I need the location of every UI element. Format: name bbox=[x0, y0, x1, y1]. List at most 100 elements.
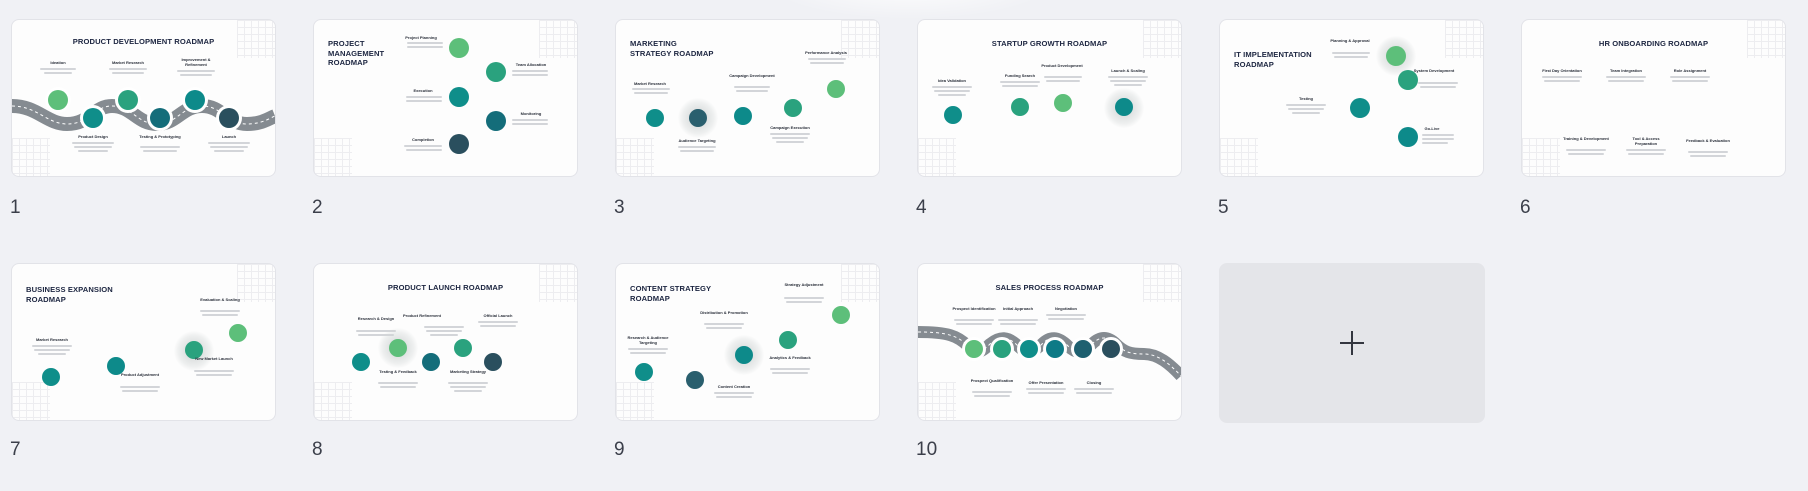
slide-title: BUSINESS EXPANSION ROADMAP bbox=[26, 285, 113, 304]
step-marker bbox=[185, 90, 205, 110]
step-marker bbox=[454, 339, 472, 357]
step-label: Idea Validation bbox=[937, 78, 966, 83]
step-label: Market Research bbox=[35, 337, 69, 342]
step-marker bbox=[486, 111, 506, 131]
step-marker bbox=[635, 363, 653, 381]
step-marker bbox=[486, 62, 506, 82]
step-label: Completion bbox=[412, 137, 434, 142]
step-label: Official Launch bbox=[483, 313, 513, 318]
slide-number: 5 bbox=[1218, 197, 1229, 218]
grid-decoration bbox=[539, 20, 577, 58]
slide-thumbnail-3[interactable]: MARKETING STRATEGY ROADMAP Performance A… bbox=[615, 19, 880, 177]
step-label: Research & Audience Targeting bbox=[627, 335, 669, 345]
step-label: Analytics & Feedback bbox=[769, 355, 811, 360]
step-marker bbox=[1115, 98, 1133, 116]
grid-decoration bbox=[918, 382, 956, 420]
grid-decoration bbox=[918, 138, 956, 176]
step-marker bbox=[1011, 98, 1029, 116]
step-marker bbox=[779, 331, 797, 349]
grid-decoration bbox=[841, 20, 879, 58]
slide-title: IT IMPLEMENTATION ROADMAP bbox=[1234, 50, 1312, 69]
step-label: Prospect Identification bbox=[952, 306, 996, 311]
step-marker bbox=[735, 346, 753, 364]
step-marker bbox=[832, 306, 850, 324]
slide-title: MARKETING STRATEGY ROADMAP bbox=[630, 39, 714, 58]
step-label: First Day Orientation bbox=[1542, 68, 1582, 73]
step-label: Research & Design bbox=[357, 316, 395, 321]
slide-title: CONTENT STRATEGY ROADMAP bbox=[630, 284, 712, 303]
grid-decoration bbox=[841, 264, 879, 302]
slide-number: 4 bbox=[916, 197, 927, 218]
step-marker bbox=[734, 107, 752, 125]
slide-number: 10 bbox=[916, 439, 938, 460]
slide-thumbnail-5[interactable]: IT IMPLEMENTATION ROADMAP Planning & App… bbox=[1219, 19, 1484, 177]
slide-title: PROJECT MANAGEMENT ROADMAP bbox=[328, 39, 385, 67]
step-label: Planning & Approval bbox=[1330, 38, 1370, 43]
slide-thumbnail-6[interactable]: HR ONBOARDING ROADMAP First Day Orientat… bbox=[1521, 19, 1786, 177]
step-label: Feedback & Evaluation bbox=[1686, 138, 1730, 143]
slide-number: 1 bbox=[10, 197, 21, 218]
slide-number: 6 bbox=[1520, 197, 1531, 218]
step-marker bbox=[1398, 70, 1418, 90]
step-label: Initial Approach bbox=[1002, 306, 1034, 311]
grid-decoration bbox=[12, 138, 50, 176]
slide-thumbnail-10[interactable]: SALES PROCESS ROADMAP Prospect Identific… bbox=[917, 263, 1182, 421]
step-marker bbox=[118, 90, 138, 110]
slide-thumbnail-2[interactable]: PROJECT MANAGEMENT ROADMAP Project Plann… bbox=[313, 19, 578, 177]
step-label: Launch bbox=[221, 134, 237, 139]
step-label: Prospect Qualification bbox=[970, 378, 1014, 383]
step-label: Tool & Access Preparation bbox=[1632, 136, 1660, 146]
step-label: Ideation bbox=[50, 60, 66, 65]
add-slide-button[interactable] bbox=[1219, 263, 1485, 423]
grid-decoration bbox=[12, 382, 50, 420]
step-marker bbox=[449, 134, 469, 154]
step-marker bbox=[646, 109, 664, 127]
step-marker bbox=[107, 357, 125, 375]
step-label: Execution bbox=[413, 88, 433, 93]
grid-decoration bbox=[1445, 20, 1483, 58]
slide-thumbnail-1[interactable]: PRODUCT DEVELOPMENT ROADMAP Ideation Mar… bbox=[11, 19, 276, 177]
step-marker bbox=[1386, 46, 1406, 66]
step-marker bbox=[686, 371, 704, 389]
step-marker bbox=[1398, 127, 1418, 147]
step-label: New Market Launch bbox=[195, 356, 233, 361]
step-marker bbox=[1350, 98, 1370, 118]
step-label: Evaluation & Scaling bbox=[200, 297, 240, 302]
step-marker bbox=[827, 80, 845, 98]
step-marker bbox=[965, 340, 983, 358]
grid-decoration bbox=[616, 138, 654, 176]
step-marker bbox=[352, 353, 370, 371]
step-label: Improvement & Refinement bbox=[181, 57, 211, 67]
step-label: Team Allocation bbox=[515, 62, 547, 67]
step-label: Monitoring bbox=[520, 111, 542, 116]
grid-decoration bbox=[1522, 138, 1560, 176]
slide-title: STARTUP GROWTH ROADMAP bbox=[991, 39, 1108, 48]
step-label: Distribution & Promotion bbox=[700, 310, 748, 315]
step-label: Product Design bbox=[78, 134, 108, 139]
slide-number: 9 bbox=[614, 439, 625, 460]
step-label: Testing & Prototyping bbox=[139, 134, 181, 139]
grid-decoration bbox=[1143, 20, 1181, 58]
step-marker bbox=[993, 340, 1011, 358]
step-label: Campaign Execution bbox=[770, 125, 810, 130]
grid-decoration bbox=[1143, 264, 1181, 302]
slide-thumbnail-4[interactable]: STARTUP GROWTH ROADMAP Idea Validation F… bbox=[917, 19, 1182, 177]
grid-decoration bbox=[237, 264, 275, 302]
step-marker bbox=[449, 87, 469, 107]
step-label: Testing bbox=[1299, 96, 1313, 101]
step-label: Performance Analysis bbox=[805, 50, 847, 55]
slide-thumbnail-9[interactable]: CONTENT STRATEGY ROADMAP Strategy Adjust… bbox=[615, 263, 880, 421]
step-label: Role Assignment bbox=[1673, 68, 1707, 73]
step-marker bbox=[229, 324, 247, 342]
grid-decoration bbox=[1747, 20, 1785, 58]
top-glow bbox=[760, 0, 1060, 20]
step-marker bbox=[1020, 340, 1038, 358]
step-label: Market Research bbox=[111, 60, 145, 65]
slide-title: PRODUCT LAUNCH ROADMAP bbox=[387, 283, 504, 292]
step-marker bbox=[1102, 340, 1120, 358]
slide-thumbnail-7[interactable]: BUSINESS EXPANSION ROADMAP Evaluation & … bbox=[11, 263, 276, 421]
slide-thumbnail-8[interactable]: PRODUCT LAUNCH ROADMAP Research & Design… bbox=[313, 263, 578, 421]
step-label: Product Adjustment bbox=[120, 372, 160, 377]
step-marker bbox=[83, 108, 103, 128]
step-marker bbox=[219, 108, 239, 128]
